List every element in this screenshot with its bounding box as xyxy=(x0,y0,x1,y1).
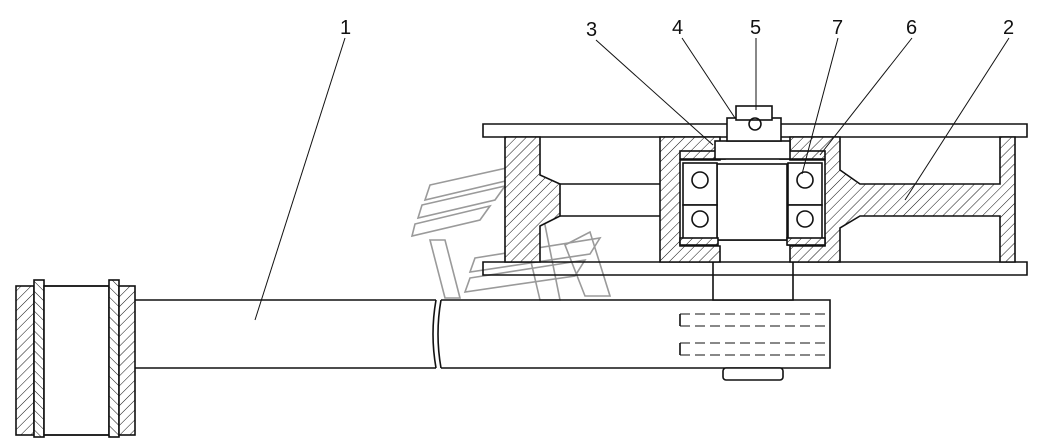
callout-6: 6 xyxy=(906,17,917,39)
callout-7: 7 xyxy=(832,17,843,39)
callout-2: 2 xyxy=(1003,17,1014,39)
grease-fitting xyxy=(726,105,782,142)
pulley xyxy=(482,123,1028,276)
callout-3: 3 xyxy=(586,19,597,41)
leader-lines xyxy=(254,37,1010,321)
retaining-rings xyxy=(679,140,826,246)
callout-4: 4 xyxy=(672,17,683,39)
shaft xyxy=(712,163,794,301)
callout-5: 5 xyxy=(750,17,761,39)
bushing xyxy=(15,279,136,438)
lever-arm xyxy=(133,299,831,381)
callout-1: 1 xyxy=(340,17,351,39)
